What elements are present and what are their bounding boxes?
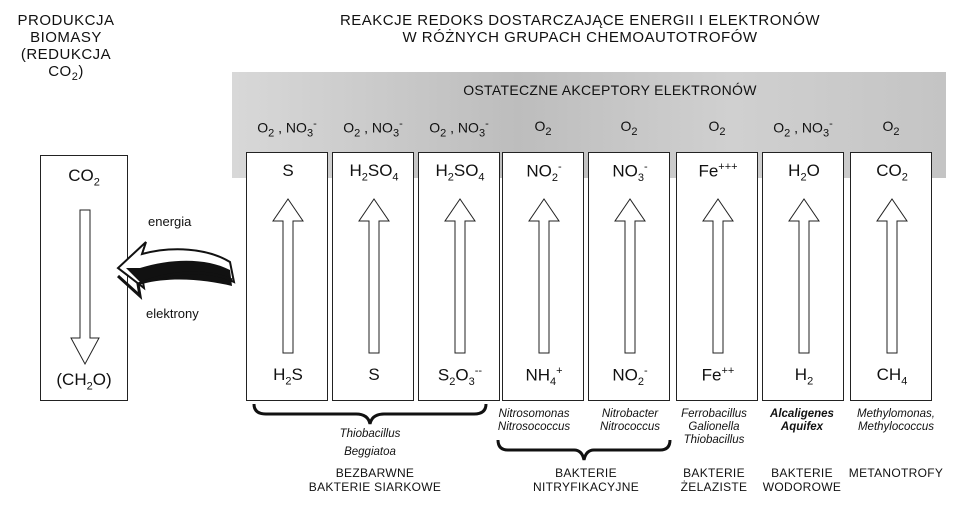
oxidized-product: S [282,161,294,180]
reaction-column: H2O H2 [762,152,844,401]
reduced-substrate: S2O3-- [437,365,483,389]
acceptors-header: OSTATECZNE AKCEPTORY ELEKTRONÓW [463,82,757,98]
main-title: REAKCJE REDOKS DOSTARCZAJĄCE ENERGII I E… [339,12,821,46]
acceptor-label: O2 , NO3- [257,118,317,140]
oxidized-product: NO3- [612,161,648,185]
reduced-substrate: Fe++ [701,365,735,385]
biomass-bottom: (CH2O) [56,370,112,393]
group-methano: METANOTROFY [848,466,944,480]
reduced-substrate: H2S [273,365,303,388]
reaction-column: NO2- NH4+ [502,152,584,401]
genus-methano: Methylomonas,Methylococcus [857,408,935,433]
acceptor-label: O2 [534,118,552,138]
oxidized-product: H2O [788,161,820,184]
sulfur-brace [252,403,488,425]
reaction-column: NO3- NO2- [588,152,670,401]
genus-beggiatoa: Beggiatoa [344,446,396,458]
acceptor-label: O2 [708,118,726,138]
acceptor-label: O2 , NO3- [343,118,403,140]
oxidized-product: NO2- [526,161,562,185]
elektrony-label: elektrony [146,306,199,321]
genus-thiobacillus: Thiobacillus [339,428,401,440]
acceptor-label: O2 , NO3- [429,118,489,140]
energia-label: energia [148,214,192,229]
reduced-substrate: NH4+ [525,365,563,389]
up-arrow [358,198,390,354]
reduced-substrate: CH4 [876,365,908,388]
reaction-column: Fe+++ Fe++ [676,152,758,401]
acceptor-label: O2 [620,118,638,138]
reduced-substrate: NO2- [612,365,648,389]
acceptor-label: O2 , NO3- [773,118,833,140]
up-arrow [528,198,560,354]
reaction-column: S H2S [246,152,328,401]
reduced-substrate: S [368,365,380,384]
nitr-brace [496,439,672,461]
up-arrow [788,198,820,354]
acceptor-label: O2 [882,118,900,138]
reduced-substrate: H2 [794,365,814,388]
oxidized-product: Fe+++ [698,161,738,181]
down-arrow [70,209,100,366]
up-arrow [876,198,908,354]
up-arrow [272,198,304,354]
up-arrow [702,198,734,354]
biomass-box: CO2 (CH2O) [40,155,128,401]
biomass-top: CO2 [68,166,100,189]
oxidized-product: CO2 [876,161,908,184]
up-arrow [614,198,646,354]
biomass-title: PRODUKCJA BIOMASY (REDUKCJA CO2) [17,12,115,83]
up-arrow [444,198,476,354]
oxidized-product: H2SO4 [435,161,485,184]
oxidized-product: H2SO4 [349,161,399,184]
energy-electron-arrow [116,241,236,301]
